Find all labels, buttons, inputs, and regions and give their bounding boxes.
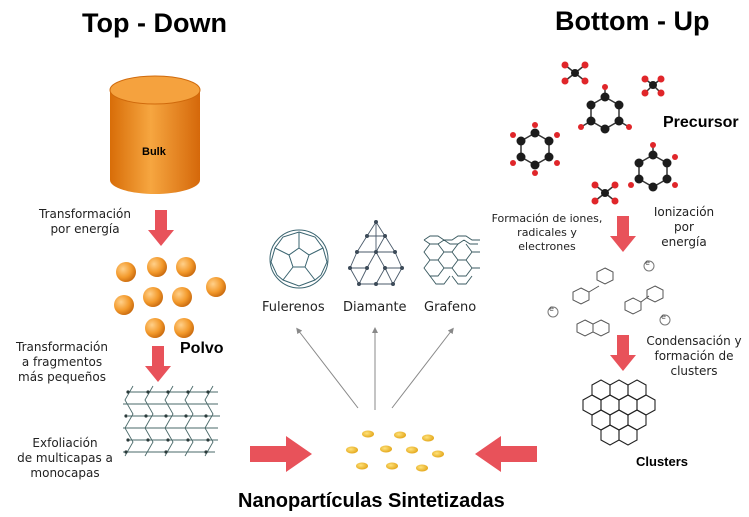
left-arrow-icon	[475, 436, 537, 472]
bu-step1-right-line: energía	[661, 235, 707, 249]
bulk-label: Bulk	[142, 146, 166, 158]
electron-symbol: e	[661, 312, 666, 321]
td-step3-caption: Exfoliación de multicapas a monocapas	[10, 436, 120, 481]
ions-radicals	[547, 260, 671, 337]
down-arrow-icon	[610, 335, 636, 371]
bu-step1-right-caption: Ionización por energía	[644, 205, 724, 250]
down-arrow-icon	[145, 346, 171, 382]
electron-symbol: e	[549, 304, 554, 313]
td-step2-caption: Transformación a fragmentos más pequeños	[2, 340, 122, 385]
precursor-label: Precursor	[663, 114, 739, 131]
td-step3-line: de multicapas a	[17, 451, 113, 465]
precursor-molecules	[510, 61, 678, 205]
td-step2-line: a fragmentos	[21, 355, 103, 369]
bu-step1-left-line: radicales y	[517, 226, 577, 239]
clusters-label: Clusters	[636, 454, 689, 469]
bu-step2-line: formación de	[654, 349, 734, 363]
bu-step2-line: clusters	[670, 364, 718, 378]
electron-symbol: e	[645, 258, 650, 267]
bu-step1-left-caption: Formación de iones, radicales y electron…	[488, 212, 606, 254]
top-down-heading: Top - Down	[82, 8, 227, 38]
bu-step2-line: Condensación y	[646, 334, 742, 348]
powder-particles	[114, 257, 226, 338]
td-step3-line: monocapas	[30, 466, 100, 480]
result-heading: Nanopartículas Sintetizadas	[238, 490, 505, 512]
fullerene-icon	[269, 229, 329, 289]
diamond-label: Diamante	[343, 300, 407, 315]
down-arrow-icon	[610, 216, 636, 252]
td-step1-line: por energía	[50, 222, 120, 236]
bu-step1-right-line: Ionización	[653, 205, 715, 219]
td-step1-caption: Transformación por energía	[20, 207, 150, 237]
td-step3-line: Exfoliación	[32, 436, 98, 450]
td-step2-line: Transformación	[16, 340, 108, 354]
bu-step1-left-line: Formación de iones,	[491, 212, 603, 225]
diamond-lattice-icon	[348, 220, 404, 286]
bu-step1-left-line: electrones	[518, 240, 576, 253]
graphene-icon	[423, 235, 480, 285]
bulk-cylinder	[109, 75, 201, 194]
bu-step1-right-line: por	[674, 220, 694, 234]
powder-label: Polvo	[180, 340, 224, 357]
fullerene-label: Fulerenos	[262, 300, 325, 315]
right-arrow-icon	[250, 436, 312, 472]
bottom-up-heading: Bottom - Up	[555, 6, 710, 36]
down-arrow-icon	[148, 210, 174, 246]
graphene-label: Grafeno	[424, 300, 477, 315]
td-step1-line: Transformación	[39, 207, 131, 221]
cluster-icon	[582, 379, 656, 446]
multilayer-graphene	[123, 385, 220, 457]
bu-step2-caption: Condensación y formación de clusters	[640, 334, 748, 379]
nanoparticles	[346, 430, 444, 472]
td-step2-line: más pequeños	[18, 370, 106, 384]
